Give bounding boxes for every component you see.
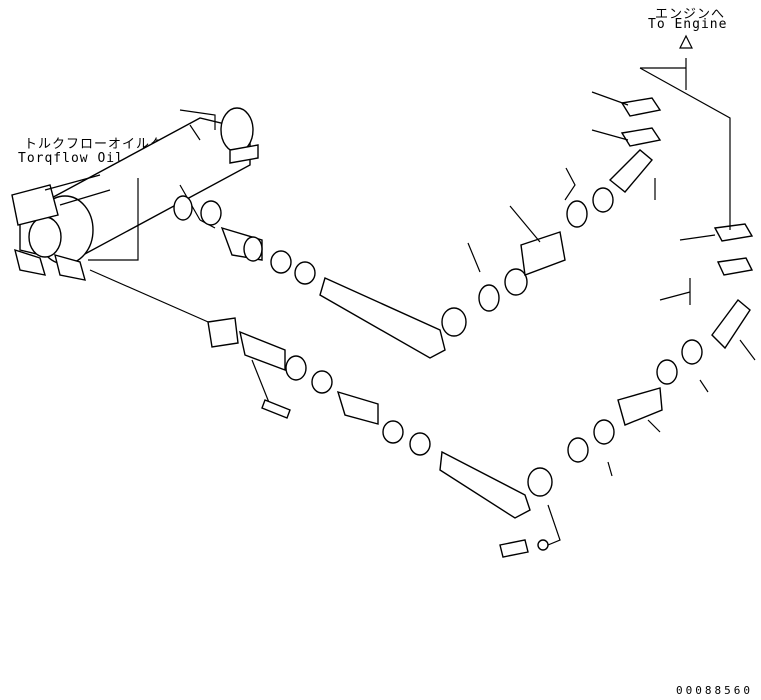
oil-cooler [12,108,258,280]
to-engine-label-en: To Engine [648,17,728,32]
leader-lines [468,36,755,545]
upper-hose-assembly [174,98,660,358]
lower-hose-assembly [208,224,752,557]
flange-leader [90,270,215,325]
cooler-leader [88,178,138,260]
drawing-code: 00088560 [676,684,753,697]
to-engine-label-jp: エンジンへ [655,7,726,22]
